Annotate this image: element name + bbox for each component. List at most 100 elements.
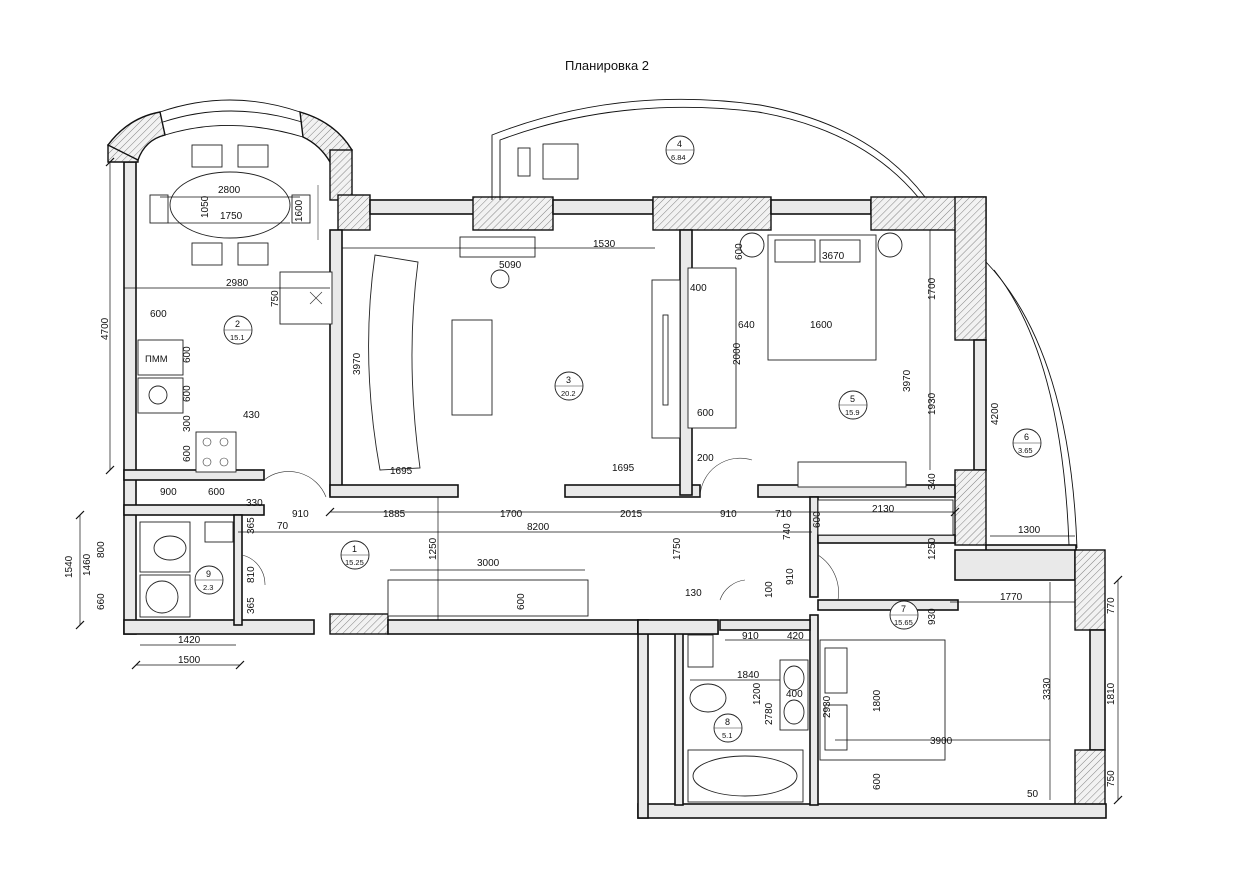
svg-text:3: 3: [566, 375, 571, 385]
svg-text:2800: 2800: [218, 185, 241, 196]
svg-text:8: 8: [725, 717, 730, 727]
svg-text:1420: 1420: [178, 635, 201, 646]
svg-text:100: 100: [764, 581, 775, 598]
svg-text:2780: 2780: [764, 702, 775, 725]
svg-text:200: 200: [697, 453, 714, 464]
svg-text:810: 810: [246, 566, 257, 583]
svg-text:4: 4: [677, 139, 682, 149]
svg-text:600: 600: [208, 487, 225, 498]
svg-text:600: 600: [734, 243, 745, 260]
svg-text:750: 750: [1106, 770, 1117, 787]
svg-text:420: 420: [787, 631, 804, 642]
svg-text:1250: 1250: [927, 537, 938, 560]
svg-text:3970: 3970: [352, 352, 363, 375]
svg-text:20.2: 20.2: [561, 389, 576, 398]
room-tag-9: 92.3: [194, 565, 224, 595]
room-tag-8: 85.1: [713, 713, 743, 743]
svg-text:400: 400: [690, 283, 707, 294]
room-tag-3: 320.2: [554, 371, 584, 401]
walls: [106, 98, 1107, 819]
svg-text:9: 9: [206, 569, 211, 579]
svg-text:3970: 3970: [902, 369, 913, 392]
svg-text:330: 330: [246, 498, 263, 509]
svg-text:1250: 1250: [428, 537, 439, 560]
svg-text:600: 600: [516, 593, 527, 610]
svg-text:3330: 3330: [1042, 677, 1053, 700]
svg-text:910: 910: [292, 509, 309, 520]
svg-text:600: 600: [182, 445, 193, 462]
svg-text:300: 300: [182, 415, 193, 432]
svg-text:1750: 1750: [672, 537, 683, 560]
svg-text:1300: 1300: [1018, 525, 1041, 536]
svg-text:15.65: 15.65: [894, 618, 913, 627]
svg-text:6: 6: [1024, 432, 1029, 442]
svg-text:600: 600: [182, 385, 193, 402]
svg-text:640: 640: [738, 320, 755, 331]
svg-text:365: 365: [246, 597, 257, 614]
svg-text:2: 2: [235, 319, 240, 329]
svg-text:2.3: 2.3: [203, 583, 213, 592]
svg-text:1: 1: [352, 544, 357, 554]
svg-text:5.1: 5.1: [722, 731, 732, 740]
svg-text:1695: 1695: [390, 466, 413, 477]
svg-text:600: 600: [697, 408, 714, 419]
svg-text:910: 910: [785, 568, 796, 585]
svg-text:800: 800: [96, 541, 107, 558]
svg-text:1810: 1810: [1106, 682, 1117, 705]
plan-title: Планировка 2: [565, 58, 649, 73]
svg-text:910: 910: [742, 631, 759, 642]
svg-text:7: 7: [901, 604, 906, 614]
svg-text:710: 710: [775, 509, 792, 520]
dimension-lines: [75, 157, 1123, 805]
svg-text:1460: 1460: [82, 553, 93, 576]
svg-text:2130: 2130: [872, 504, 895, 515]
svg-text:1700: 1700: [927, 277, 938, 300]
svg-text:8200: 8200: [527, 522, 550, 533]
svg-text:1885: 1885: [383, 509, 406, 520]
svg-text:740: 740: [782, 523, 793, 540]
svg-text:2930: 2930: [822, 695, 833, 718]
svg-text:2980: 2980: [226, 278, 249, 289]
svg-text:430: 430: [243, 410, 260, 421]
svg-text:1800: 1800: [872, 689, 883, 712]
svg-text:4700: 4700: [100, 317, 111, 340]
svg-text:1500: 1500: [178, 655, 201, 666]
svg-text:400: 400: [786, 689, 803, 700]
svg-text:15.25: 15.25: [345, 558, 364, 567]
svg-text:130: 130: [685, 588, 702, 599]
svg-text:1540: 1540: [64, 555, 75, 578]
svg-text:3670: 3670: [822, 251, 845, 262]
svg-text:365: 365: [246, 517, 257, 534]
svg-text:1930: 1930: [927, 392, 938, 415]
room-tag-4: 46.84: [665, 135, 695, 165]
svg-text:2015: 2015: [620, 509, 643, 520]
svg-text:1530: 1530: [593, 239, 616, 250]
svg-text:15.1: 15.1: [230, 333, 245, 342]
svg-text:1695: 1695: [612, 463, 635, 474]
dimension-texts: 2800 1050 1750 1600 2980 4700 750 600 60…: [64, 185, 1117, 800]
room-tags: 115.25 215.1 320.2 46.84 515.9 63.65 715…: [194, 135, 1042, 743]
svg-text:1700: 1700: [500, 509, 523, 520]
svg-text:1840: 1840: [737, 670, 760, 681]
svg-text:910: 910: [720, 509, 737, 520]
svg-text:770: 770: [1106, 597, 1117, 614]
room-tag-1: 115.25: [340, 540, 370, 570]
svg-text:1050: 1050: [200, 195, 211, 218]
svg-text:930: 930: [927, 608, 938, 625]
furniture: ПММ: [137, 143, 954, 803]
svg-text:3.65: 3.65: [1018, 446, 1033, 455]
svg-text:2000: 2000: [732, 342, 743, 365]
svg-text:660: 660: [96, 593, 107, 610]
svg-text:3900: 3900: [930, 736, 953, 747]
svg-text:1200: 1200: [752, 682, 763, 705]
room-tag-2: 215.1: [223, 315, 253, 345]
svg-text:600: 600: [182, 346, 193, 363]
svg-text:3000: 3000: [477, 558, 500, 569]
svg-text:1770: 1770: [1000, 592, 1023, 603]
svg-text:1750: 1750: [220, 211, 243, 222]
pmm-label: ПММ: [145, 354, 168, 365]
svg-text:5: 5: [850, 394, 855, 404]
svg-text:4200: 4200: [990, 402, 1001, 425]
svg-text:6.84: 6.84: [671, 153, 686, 162]
svg-text:600: 600: [150, 309, 167, 320]
